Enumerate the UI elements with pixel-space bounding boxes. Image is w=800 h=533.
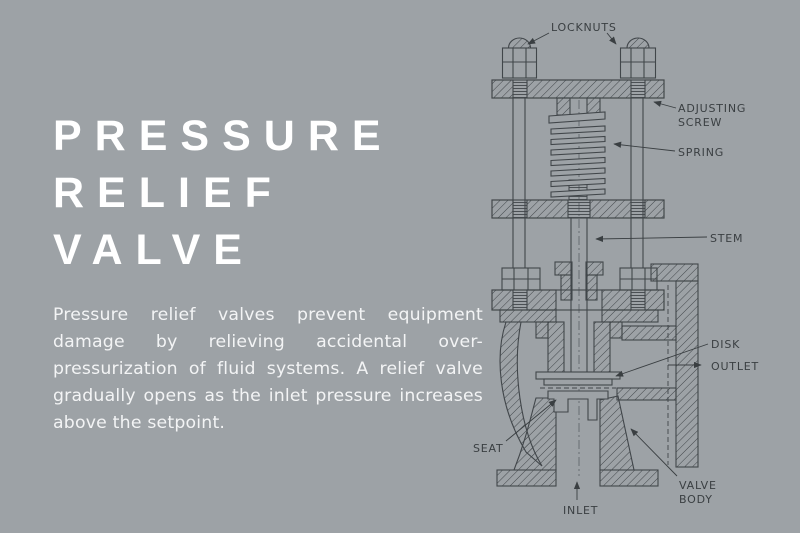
stud-bolts bbox=[512, 97, 644, 270]
locknut-left bbox=[501, 37, 538, 79]
top-plate bbox=[491, 79, 665, 99]
valve-body-part bbox=[496, 321, 677, 487]
label-disk: DISK bbox=[711, 338, 740, 351]
spring-part bbox=[550, 125, 606, 198]
disk-part bbox=[535, 371, 621, 389]
adjusting-screw-part bbox=[548, 97, 606, 124]
label-adjusting-screw-line2: SCREW bbox=[678, 116, 722, 129]
packing-gland bbox=[554, 261, 604, 301]
title-line-1: PRESSURE bbox=[53, 112, 394, 160]
label-seat: SEAT bbox=[473, 442, 504, 455]
label-valve-body-line2: BODY bbox=[679, 493, 713, 506]
title-line-2: RELIEF bbox=[53, 169, 284, 217]
page-title: PRESSURE RELIEF VALVE bbox=[53, 108, 394, 279]
middle-plate bbox=[491, 199, 665, 219]
label-spring: SPRING bbox=[678, 146, 724, 159]
bonnet-nut-left bbox=[501, 267, 541, 291]
description-paragraph: Pressure relief valves prevent equipment… bbox=[53, 305, 483, 433]
label-stem: STEM bbox=[710, 232, 743, 245]
label-valve-body-line1: VALVE bbox=[679, 479, 717, 492]
outlet-flange bbox=[650, 263, 699, 468]
label-adjusting-screw-line1: ADJUSTING bbox=[678, 102, 746, 115]
label-outlet: OUTLET bbox=[711, 360, 759, 373]
locknut-right bbox=[619, 37, 657, 79]
diagram-labels: LOCKNUTS ADJUSTING SCREW SPRING STEM DIS… bbox=[473, 21, 759, 517]
title-line-3: VALVE bbox=[53, 226, 255, 274]
label-inlet: INLET bbox=[563, 504, 598, 517]
seat-part bbox=[547, 390, 609, 421]
leader-lines bbox=[505, 32, 709, 500]
bonnet-flange bbox=[491, 289, 665, 323]
label-locknuts: LOCKNUTS bbox=[551, 21, 617, 34]
